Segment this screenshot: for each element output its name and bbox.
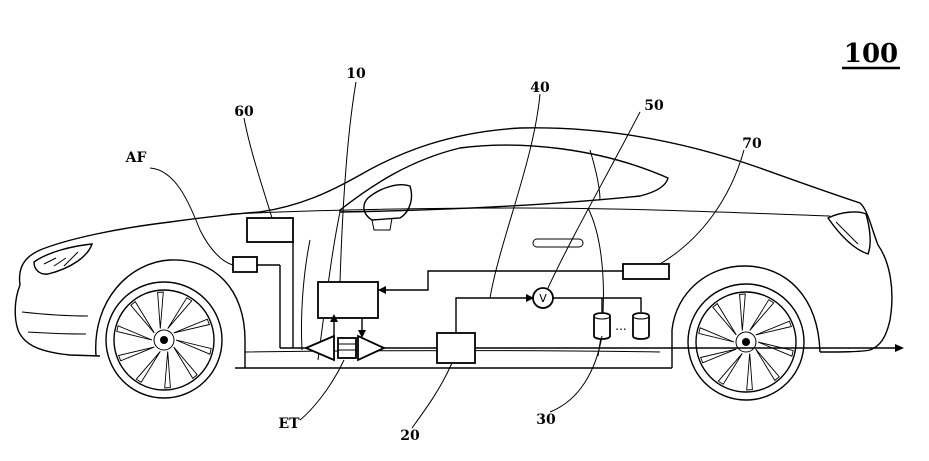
- wheel-spoke: [756, 349, 780, 380]
- component-70-box: [623, 264, 669, 279]
- rear-wheel: [672, 266, 820, 400]
- label-af: AF: [125, 150, 147, 166]
- wheel-spoke: [756, 321, 792, 335]
- wheel-spoke: [747, 353, 753, 390]
- label-et: ET: [278, 416, 300, 432]
- wheel-spoke: [699, 328, 734, 342]
- valve-label: V: [539, 292, 547, 305]
- component-10-box: [318, 282, 378, 318]
- label-30: 30: [536, 412, 556, 428]
- label-60: 60: [234, 104, 254, 120]
- wheel-spoke: [131, 302, 155, 333]
- label-40: 40: [530, 80, 550, 96]
- wheel-spoke: [119, 347, 155, 361]
- label-20: 20: [400, 428, 420, 444]
- label-70: 70: [742, 136, 762, 152]
- wheel-spoke: [174, 347, 198, 378]
- wheel-spoke: [136, 351, 160, 382]
- label-10: 10: [346, 66, 366, 82]
- label-50: 50: [644, 98, 664, 114]
- wheel-spoke: [158, 292, 164, 329]
- wheel-spoke: [758, 342, 793, 356]
- front-wheel: [96, 260, 245, 398]
- wheel-spoke: [168, 298, 192, 329]
- wheel-spoke: [713, 304, 737, 335]
- wheel-spoke: [176, 340, 211, 354]
- wheel-spoke: [174, 319, 210, 333]
- leader-lines: [150, 82, 744, 428]
- figure-number: 100: [844, 39, 898, 69]
- component-et: [306, 336, 384, 360]
- wheel-spoke: [718, 353, 742, 384]
- wheel-spoke: [117, 326, 152, 340]
- wheel-spoke: [701, 349, 737, 363]
- wheel-spoke: [740, 294, 746, 331]
- wheel-spoke: [750, 300, 774, 331]
- car-body-outline: [15, 128, 892, 368]
- component-60-box: [247, 218, 293, 242]
- tank-ellipsis: ...: [615, 319, 626, 333]
- component-af-box: [233, 257, 257, 272]
- component-20-box: [437, 333, 475, 363]
- wheel-spoke: [165, 351, 171, 388]
